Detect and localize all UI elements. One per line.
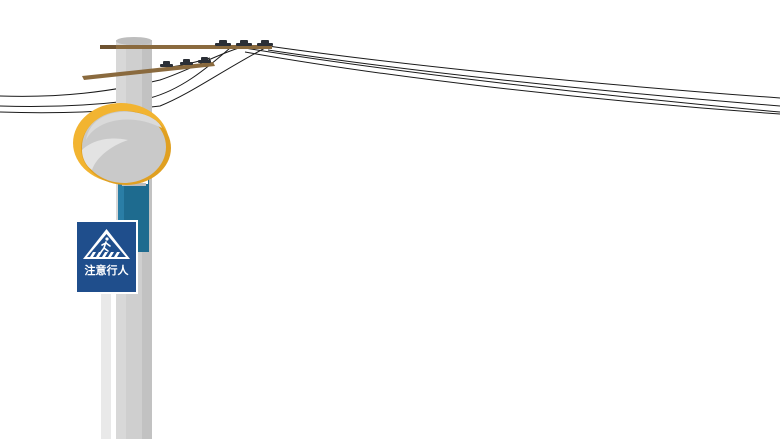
- upper-crossarm: [100, 45, 272, 49]
- power-wires: [0, 45, 780, 115]
- insulators-upper: [215, 40, 273, 46]
- pedestrian-crossing-icon: [83, 229, 130, 259]
- sign-label: 注意行人: [84, 264, 129, 277]
- insulators-lower: [160, 57, 211, 67]
- pedestrian-sign: [75, 220, 138, 294]
- lower-crossarm: [82, 62, 215, 80]
- sign-post: [101, 292, 111, 439]
- convex-mirror: [73, 103, 171, 186]
